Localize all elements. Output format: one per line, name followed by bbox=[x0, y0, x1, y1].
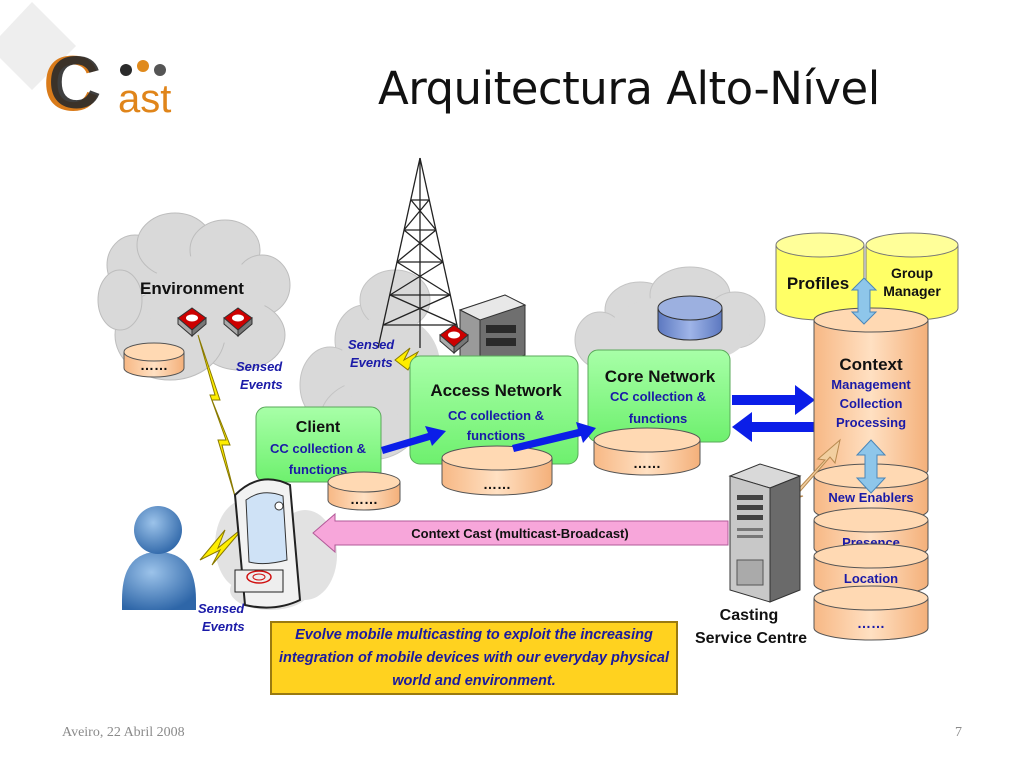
svg-text:……: …… bbox=[857, 615, 885, 631]
svg-text:……: …… bbox=[140, 357, 168, 373]
environment-cloud bbox=[97, 212, 291, 381]
architecture-diagram: …… Environment Sensed Events Sensed Even… bbox=[97, 157, 959, 647]
context-database: Context Management Collection Processing bbox=[813, 307, 929, 483]
lightning-icon bbox=[394, 347, 420, 371]
svg-text:Processing: Processing bbox=[836, 415, 906, 430]
group-manager-database: Group Manager bbox=[865, 232, 959, 321]
cast-logo: C C ast bbox=[0, 2, 171, 127]
svg-text:functions: functions bbox=[467, 428, 526, 443]
svg-text:……: …… bbox=[633, 455, 661, 471]
sensed-events-label: Events bbox=[240, 377, 283, 392]
router-icon bbox=[657, 295, 723, 341]
svg-text:Context: Context bbox=[839, 355, 903, 374]
svg-text:Client: Client bbox=[296, 419, 341, 436]
svg-text:……: …… bbox=[350, 491, 378, 507]
client-database: …… bbox=[327, 471, 401, 511]
mobile-device bbox=[233, 478, 302, 609]
casting-server bbox=[728, 463, 802, 603]
svg-text:Context Cast (multicast-Broadc: Context Cast (multicast-Broadcast) bbox=[411, 526, 628, 541]
svg-text:……: …… bbox=[483, 476, 511, 492]
sensor-icon bbox=[223, 307, 253, 338]
casting-label: Service Centre bbox=[695, 630, 807, 647]
svg-text:CC collection &: CC collection & bbox=[448, 408, 544, 423]
sensed-events-label: Sensed bbox=[198, 601, 245, 616]
svg-text:New Enablers: New Enablers bbox=[828, 490, 913, 505]
sensed-events-label: Sensed bbox=[236, 359, 283, 374]
user-icon bbox=[122, 506, 196, 610]
sensed-events-label: Sensed bbox=[348, 337, 395, 352]
profiles-database: Profiles bbox=[775, 232, 865, 321]
context-cast-arrow: Context Cast (multicast-Broadcast) bbox=[312, 512, 729, 554]
environment-label: Environment bbox=[140, 279, 244, 298]
client-node: Client CC collection & functions bbox=[255, 406, 382, 483]
antenna-tower bbox=[377, 157, 463, 349]
slide-title: Arquitectura Alto-Nível bbox=[378, 62, 880, 115]
svg-text:Collection: Collection bbox=[840, 396, 903, 411]
more-layer: …… bbox=[813, 585, 929, 641]
page-number: 7 bbox=[955, 725, 962, 740]
logo-letter-c: C bbox=[43, 39, 99, 127]
sensor-icon bbox=[439, 324, 469, 355]
svg-text:Profiles: Profiles bbox=[787, 274, 849, 293]
environment-database: …… bbox=[123, 342, 185, 378]
sensed-events-label: Events bbox=[350, 355, 393, 370]
svg-text:Manager: Manager bbox=[883, 283, 941, 299]
double-arrow bbox=[850, 277, 887, 494]
svg-text:CC collection &: CC collection & bbox=[270, 441, 366, 456]
sensor-icon bbox=[177, 307, 207, 338]
logo-letter-c-shadow: C bbox=[48, 41, 101, 124]
svg-text:Core Network: Core Network bbox=[605, 367, 716, 386]
svg-text:functions: functions bbox=[629, 411, 688, 426]
flow-arrow bbox=[381, 385, 815, 454]
svg-text:Management: Management bbox=[831, 377, 911, 392]
access-network-node: Access Network CC collection & functions bbox=[409, 355, 579, 465]
core-network-node: Core Network CC collection & functions bbox=[587, 349, 731, 443]
core-database: …… bbox=[593, 427, 701, 476]
svg-text:Group: Group bbox=[891, 265, 933, 281]
location-layer: Location bbox=[813, 543, 929, 597]
svg-text:CC collection &: CC collection & bbox=[610, 389, 706, 404]
svg-text:Location: Location bbox=[844, 571, 898, 586]
access-database: …… bbox=[441, 445, 553, 496]
svg-text:Access Network: Access Network bbox=[430, 381, 562, 400]
caption-box: Evolve mobile multicasting to exploit th… bbox=[270, 621, 678, 695]
sensed-events-label: Events bbox=[202, 619, 245, 634]
footer-date: Aveiro, 22 Abril 2008 bbox=[62, 725, 185, 740]
svg-text:functions: functions bbox=[289, 462, 348, 477]
casting-label: Casting bbox=[720, 607, 779, 624]
logo-text-ast: ast bbox=[118, 77, 171, 121]
access-server bbox=[458, 294, 527, 371]
